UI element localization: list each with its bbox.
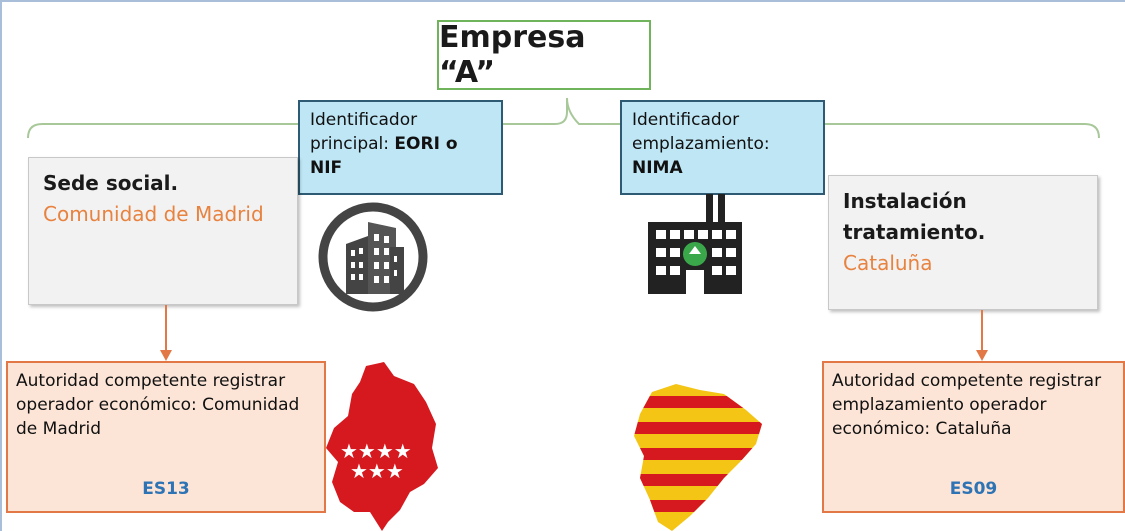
registered-office-region: Comunidad de Madrid [43,202,264,226]
site-identifier-value: NIMA [632,158,683,178]
madrid-authority-text: Autoridad competente registrar operador … [16,371,300,439]
catalonia-map-icon [634,384,762,531]
principal-identifier-label: Identificador principal: [310,110,418,154]
treatment-facility-title: Instalación tratamiento. [843,189,986,244]
catalonia-authority-box: Autoridad competente registrar emplazami… [822,361,1125,513]
office-building-icon [318,202,428,312]
svg-text:★★★★: ★★★★ [340,439,412,463]
site-identifier-label: Identificador emplazamiento: [632,110,770,154]
madrid-authority-box: Autoridad competente registrar operador … [6,361,326,513]
svg-text:★★★: ★★★ [350,459,404,483]
principal-identifier-box: Identificador principal: EORI o NIF [298,100,503,195]
madrid-authority-code: ES13 [142,479,190,499]
treatment-facility-box: Instalación tratamiento. Cataluña [828,175,1098,310]
catalonia-authority-text: Autoridad competente registrar emplazami… [832,371,1102,439]
site-identifier-box: Identificador emplazamiento: NIMA [620,100,825,195]
frame-top-border [0,0,1125,2]
frame-left-border [0,0,2,531]
catalonia-authority-code: ES09 [949,479,998,499]
arrow-head-left [160,350,172,361]
registered-office-title: Sede social. [43,171,179,195]
treatment-facility-region: Cataluña [843,251,933,275]
registered-office-box: Sede social. Comunidad de Madrid [28,157,298,305]
company-title-text: Empresa “A” [439,20,586,90]
company-title: Empresa “A” [437,20,651,90]
madrid-map-icon: ★★★★ ★★★ [326,362,438,531]
arrow-head-right [976,350,988,361]
recycling-factory-icon [648,194,742,294]
principal-identifier-value: EORI o NIF [310,134,458,178]
